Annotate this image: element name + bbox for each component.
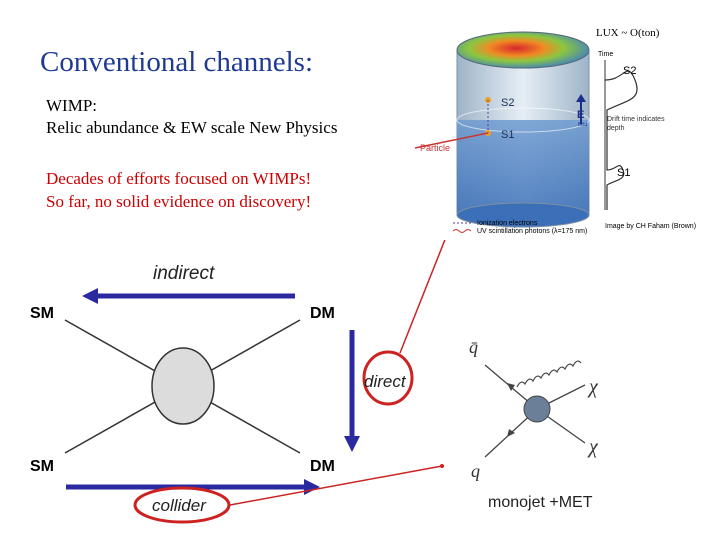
direct-highlight-circle <box>362 350 414 406</box>
interaction-vertex <box>523 395 551 423</box>
sm-bottom-label: SM <box>30 458 54 475</box>
signal-trace <box>604 60 638 210</box>
legend <box>452 222 473 233</box>
legend-uv: UV scintillation photons (λ=175 nm) <box>477 228 587 235</box>
no-evidence-note: So far, no solid evidence on discovery! <box>46 192 312 211</box>
s2-label: S2 <box>501 97 514 109</box>
trace-s2-label: S2 <box>623 65 636 77</box>
slide-title: Conventional channels: <box>40 46 314 78</box>
monojet-caption: monojet +MET <box>488 494 593 511</box>
indirect-label: indirect <box>153 263 215 284</box>
particle-label: Particle <box>420 143 450 153</box>
lux-caption: LUX ~ O(ton) <box>596 27 660 39</box>
image-credit: Image by CH Faham (Brown) <box>605 223 696 230</box>
drift-note: Drift time indicates depth <box>607 116 665 132</box>
wimp-description: Relic abundance & EW scale New Physics <box>46 118 338 137</box>
direct-connector-line <box>399 240 446 354</box>
decades-note: Decades of efforts focused on WIMPs! <box>46 169 312 188</box>
chi-top-label: χ <box>587 376 599 398</box>
chi-bottom-label: χ <box>587 436 599 458</box>
efield-arrow <box>576 94 586 124</box>
dm-bottom-label: DM <box>310 458 335 475</box>
efield-sub: field <box>578 122 587 128</box>
dm-top-label: DM <box>310 305 335 322</box>
collider-connector-line <box>229 465 443 506</box>
collider-highlight-circle <box>133 486 231 524</box>
feynman-lines <box>484 360 586 458</box>
diagram-lines <box>64 319 301 454</box>
collider-label: collider <box>152 496 206 515</box>
q-bar-label: q̄ <box>469 337 478 357</box>
wimp-heading: WIMP: <box>46 96 97 115</box>
sm-top-label: SM <box>30 305 54 322</box>
detector-cylinder <box>456 31 590 228</box>
feynman-diagram: q̄ q χ χ <box>469 337 599 481</box>
gluon-line <box>516 360 582 388</box>
s1-label: S1 <box>501 129 514 141</box>
efield-label: E <box>577 109 584 121</box>
channel-diagram <box>64 240 446 524</box>
q-label: q <box>471 461 480 481</box>
direct-label: direct <box>364 372 406 391</box>
direct-arrow <box>344 330 360 452</box>
time-label: Time <box>598 51 613 58</box>
indirect-arrow <box>82 288 295 304</box>
legend-ionization: Ionization electrons <box>477 220 538 227</box>
interaction-markers <box>414 97 491 149</box>
interaction-blob <box>151 347 215 425</box>
lux-detector-figure: S2 S1 Particle E field Time S2 S1 Drift … <box>414 31 696 235</box>
trace-s1-label: S1 <box>617 167 630 179</box>
